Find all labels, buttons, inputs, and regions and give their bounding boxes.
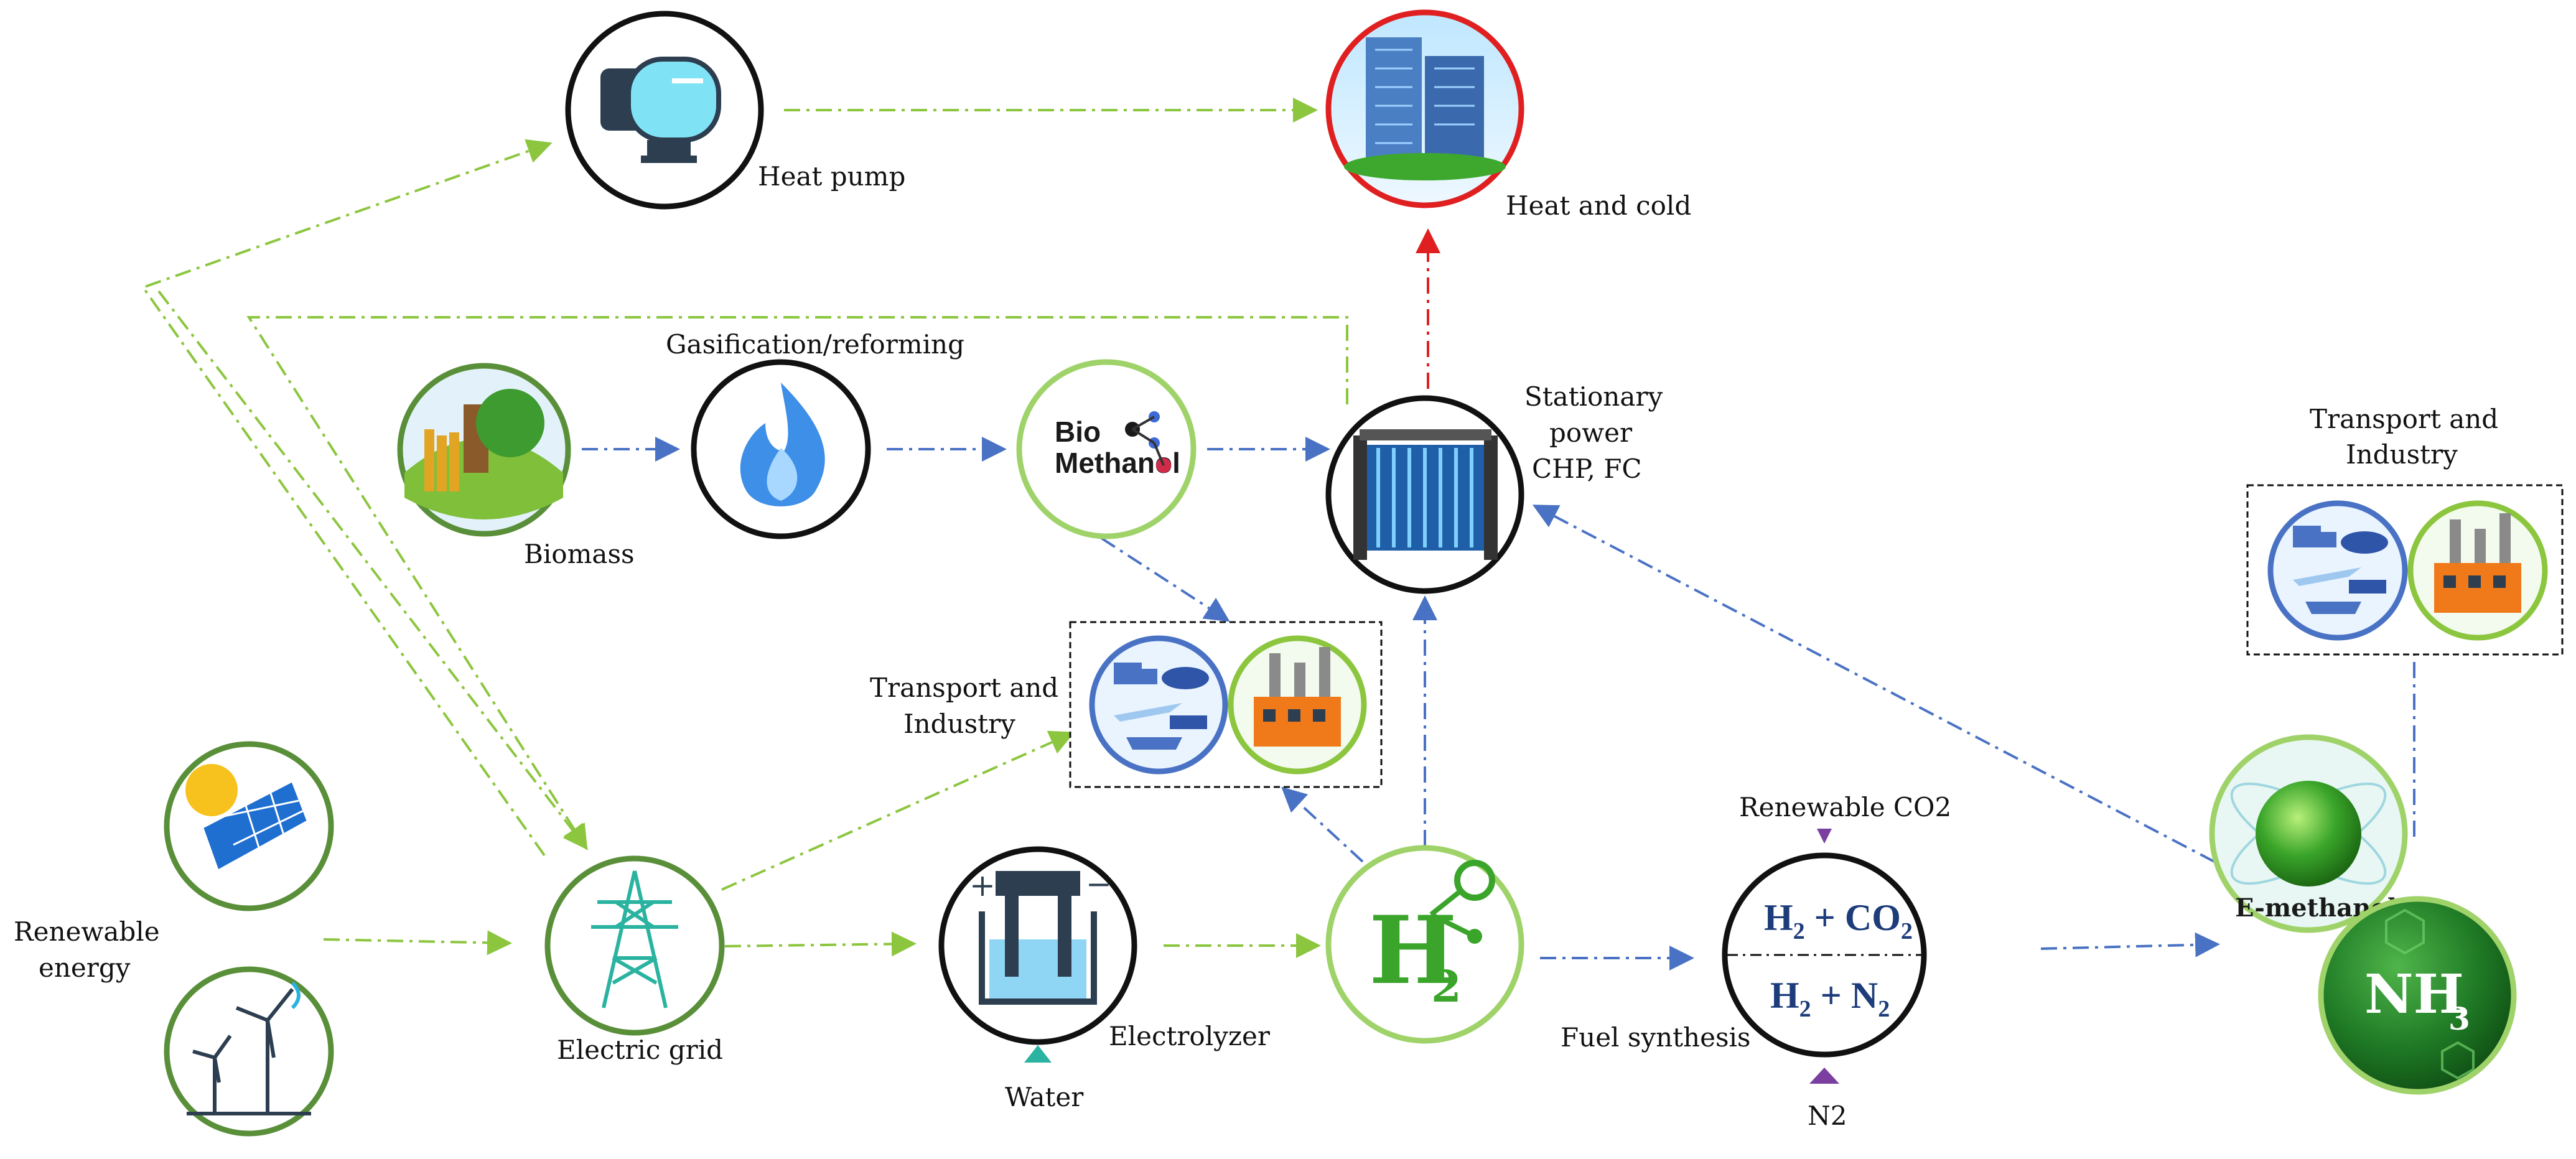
reaction-n2: H2 + N2 [1770,975,1890,1022]
heat-and-cold-node[interactable] [1325,9,1524,208]
renewable-co2-label: Renewable CO2 [1739,792,1951,822]
svg-text:3: 3 [2448,1000,2470,1037]
co2-marker [1817,829,1832,844]
svg-text:Bio: Bio [1055,416,1101,448]
renewable-label-2: energy [39,952,131,983]
bio-methanol-node[interactable]: Bio Methanol [1016,359,1197,539]
stationary-power-label-2: power [1549,417,1633,448]
svg-text:−: − [1086,866,1112,902]
factory-icon [2407,500,2548,641]
fuel-synthesis-label: Fuel synthesis [1561,1022,1750,1053]
connectors [141,98,2427,970]
transport-mid-label-2: Industry [903,709,1015,739]
h2-to-transport-line [1281,786,1364,863]
svg-text:NH: NH [2364,963,2464,1026]
heat-and-cold-label: Heat and cold [1506,190,1691,221]
n2-marker [1809,1068,1839,1084]
electric-grid-node[interactable] [544,855,725,1036]
grid-to-heat-pump-line [141,139,553,857]
renewables-to-grid-line [323,930,512,956]
wind-node[interactable] [164,966,334,1137]
biomass-icon [404,389,563,519]
wind-turbine-icon [187,981,311,1115]
stationary-power-label-1: Stationary [1524,381,1663,412]
solar-node[interactable] [164,741,334,911]
gasification-node[interactable] [691,359,871,539]
grid-to-electrolyzer-line [724,931,917,957]
hydrogen-molecule-icon: H 2 [1369,860,1495,1012]
biomass-label: Biomass [524,539,635,569]
svg-text:2: 2 [1431,961,1462,1012]
water-label: Water [1005,1082,1084,1112]
synthesis-to-fuels-line [2040,932,2220,957]
flame-icon [740,383,825,506]
biomass-node[interactable] [397,363,571,537]
electrolyzer-icon: + − [969,866,1112,1005]
stationary-power-node[interactable] [1325,395,1524,594]
factory-icon [1228,635,1367,775]
e-methanol-node[interactable] [2209,734,2408,933]
svg-text:+: + [969,867,996,903]
heat-pump-node[interactable] [565,11,764,210]
heat-pump-label: Heat pump [758,161,905,192]
hydrogen-node[interactable]: H 2 [1325,845,1524,1044]
grid-to-transport-line [721,730,1075,891]
skyscraper-icon [1344,37,1506,180]
vehicles-icon [1089,635,1228,775]
reaction-co2: H2 + CO2 [1764,897,1913,944]
ammonia-node[interactable]: NH 3 [2318,896,2517,1095]
grid-to-heat-pump-line-2 [157,290,588,850]
stationary-power-label-3: CHP, FC [1532,454,1642,484]
water-marker [1024,1045,1052,1063]
transport-industry-mid-box[interactable] [1069,621,1383,788]
electric-grid-label: Electric grid [557,1035,723,1065]
electrolyzer-node[interactable]: + − [938,846,1137,1045]
solar-panel-icon [185,764,310,873]
fuel-synthesis-node[interactable]: H2 + CO2 H2 + N2 [1722,852,1927,1058]
bio-methanol-icon: Bio Methanol [1055,411,1180,479]
transmission-tower-icon [591,870,678,1008]
gasification-label: Gasification/reforming [666,329,964,360]
fuel-cell-stack-icon [1353,429,1498,560]
biomethanol-to-transport-line [1100,537,1230,622]
transport-right-label-1: Transport and [2310,404,2498,434]
ammonia-sphere-icon: NH 3 [2364,908,2475,1080]
fuelcell-to-grid-line [246,316,1348,850]
transport-industry-right-box[interactable] [2246,484,2564,656]
heat-pump-icon [600,57,721,163]
svg-text:H: H [1369,896,1457,1005]
n2-label: N2 [1808,1101,1847,1131]
nh3-to-fuelcell-line [1532,505,2328,922]
transport-mid-label-1: Transport and [870,673,1058,703]
vehicles-icon [2267,500,2408,641]
transport-right-label-2: Industry [2346,439,2458,470]
renewable-label-1: Renewable [14,916,160,947]
methanol-sphere-icon [2230,781,2387,887]
electrolyzer-label: Electrolyzer [1109,1021,1271,1051]
